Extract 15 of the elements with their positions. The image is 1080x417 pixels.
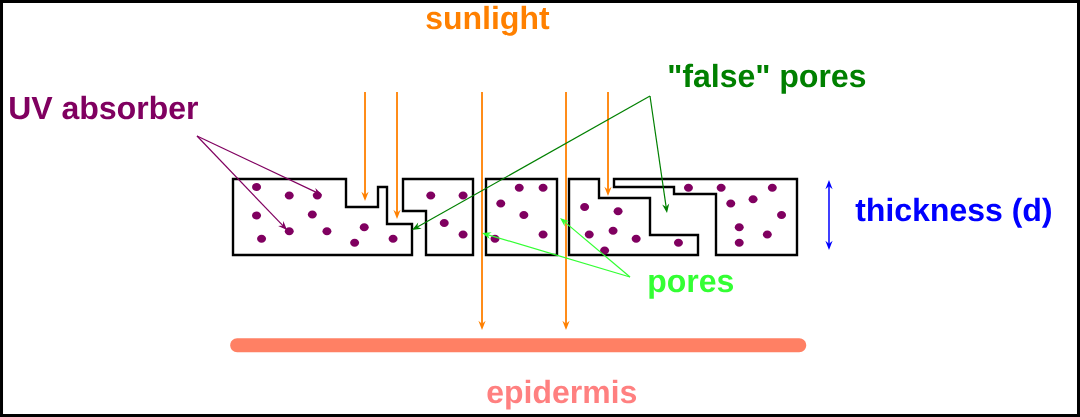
leader-line	[412, 95, 651, 230]
epidermis-bar	[230, 338, 807, 353]
label: epidermis	[487, 379, 637, 410]
label: thickness (d)	[855, 197, 1051, 228]
film-block	[231, 177, 414, 257]
film-block	[484, 177, 559, 257]
label: pores	[649, 274, 734, 299]
leader-line	[196, 135, 322, 195]
film-block	[401, 177, 475, 257]
label: sunlight	[426, 5, 550, 36]
label: "false" pores	[669, 63, 866, 94]
leader-line	[560, 218, 631, 278]
label: UV absorber	[10, 95, 198, 120]
leader-line	[196, 135, 287, 230]
film-block	[567, 177, 799, 257]
